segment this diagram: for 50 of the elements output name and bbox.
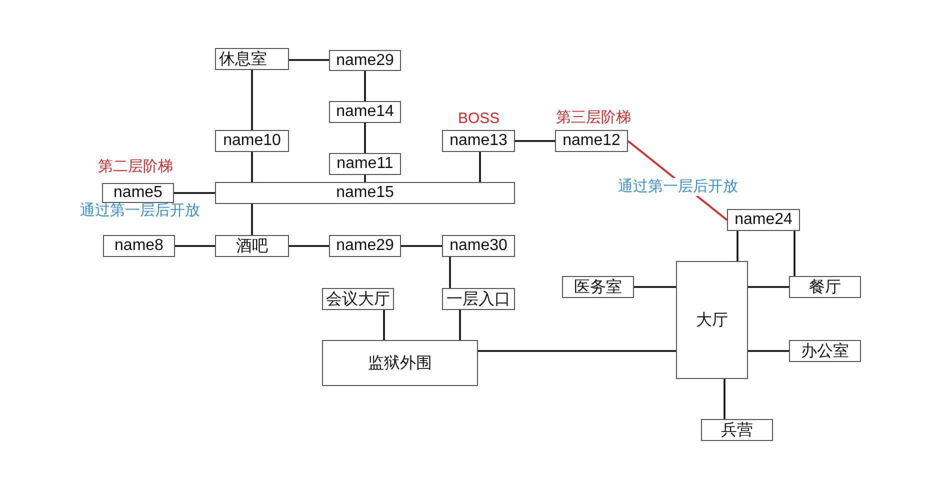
connector-line (748, 350, 789, 352)
room-box: name24 (727, 209, 800, 231)
room-box: 办公室 (789, 340, 861, 362)
room-box: name8 (103, 235, 175, 257)
room-box: name10 (215, 130, 289, 152)
room-box: 大厅 (676, 261, 748, 379)
connector-line (724, 379, 726, 419)
room-box: name14 (329, 101, 401, 123)
room-box: 休息室 (215, 48, 289, 70)
annotation-text: 第二层阶梯 (98, 158, 173, 176)
annotation-text: 第三层阶梯 (556, 109, 631, 127)
connector-line (289, 245, 329, 247)
connector-line (175, 245, 215, 247)
room-box: name30 (442, 235, 515, 257)
connector-line (515, 140, 555, 142)
room-box: 医务室 (562, 276, 634, 298)
room-box: 一层入口 (442, 288, 515, 310)
connector-line (459, 310, 461, 340)
room-box: 会议大厅 (322, 288, 394, 310)
connector-line (634, 286, 676, 288)
connector-line (174, 192, 215, 194)
connector-line (748, 286, 789, 288)
edge-label: 通过第一层后开放 (618, 178, 738, 196)
room-box: name12 (555, 130, 628, 152)
room-box: name29 (329, 50, 401, 71)
connector-line (251, 70, 253, 130)
connector-line (794, 231, 796, 276)
connector-line (251, 152, 253, 182)
room-box: name13 (442, 130, 515, 152)
room-box: name15 (215, 182, 515, 204)
room-box: name11 (329, 153, 401, 175)
connector-line (479, 152, 481, 182)
annotation-text: BOSS (458, 110, 500, 128)
room-box: 兵营 (701, 419, 773, 441)
annotation-text: 通过第一层后开放 (80, 202, 200, 220)
room-box: 监狱外围 (322, 340, 478, 386)
connector-line (736, 231, 738, 261)
room-box: 酒吧 (215, 235, 289, 257)
connector-line (364, 71, 366, 101)
connector-line (364, 175, 366, 182)
connector-line (383, 310, 385, 340)
connector-line (251, 204, 253, 235)
room-box: 餐厅 (789, 276, 861, 298)
room-box: name5 (102, 183, 174, 203)
connector-line (478, 350, 676, 352)
connector-line (364, 123, 366, 153)
connector-line (289, 59, 329, 61)
connector-line (449, 257, 451, 288)
connector-line (401, 245, 442, 247)
room-box: name29 (329, 235, 401, 257)
